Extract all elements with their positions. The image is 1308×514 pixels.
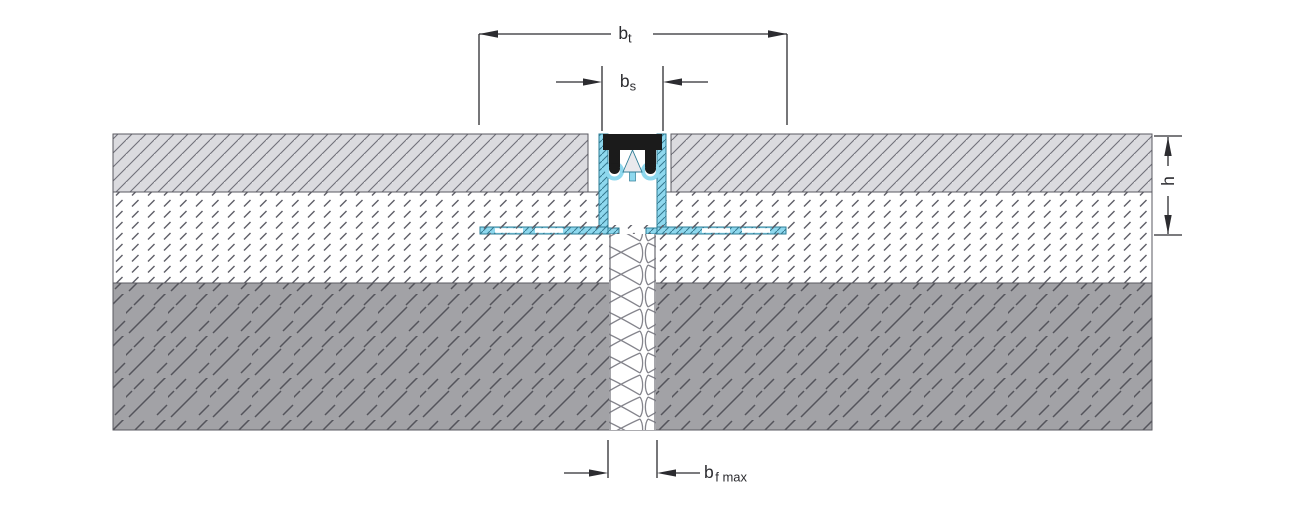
floor-covering-layer-right <box>670 133 1153 193</box>
floor-covering-layer-left <box>112 133 589 193</box>
joint-filler <box>609 234 656 430</box>
expansion-joint-profile <box>479 133 787 236</box>
dimension-bt: bt <box>478 23 788 125</box>
arrowhead-left <box>589 469 608 477</box>
insert-left-leg <box>609 150 620 167</box>
dimension-label-bt: bt <box>618 23 632 46</box>
arrowhead-up <box>1164 137 1172 156</box>
arrowhead-left <box>479 30 498 38</box>
profile-center-peak <box>622 148 643 173</box>
arrowhead-down <box>1164 215 1172 234</box>
dimension-bs: bs <box>556 66 708 131</box>
flange-mortar-overlay <box>480 225 786 236</box>
joint-filler-coil <box>609 234 656 430</box>
arrowhead-right <box>657 469 676 477</box>
dimension-label-bs: bs <box>620 71 637 94</box>
joint-gap-edges <box>609 234 656 430</box>
arrowhead-right <box>663 78 682 86</box>
elastomer-insert <box>603 134 662 174</box>
dimension-label-h: h <box>1158 176 1178 186</box>
insert-right-bulb <box>645 163 656 174</box>
dimension-h: h <box>1154 135 1182 236</box>
arrowhead-right <box>768 30 787 38</box>
insert-left-bulb <box>609 163 620 174</box>
insert-top-bar <box>603 134 662 150</box>
insert-right-leg <box>645 150 656 167</box>
arrowhead-left <box>583 78 602 86</box>
